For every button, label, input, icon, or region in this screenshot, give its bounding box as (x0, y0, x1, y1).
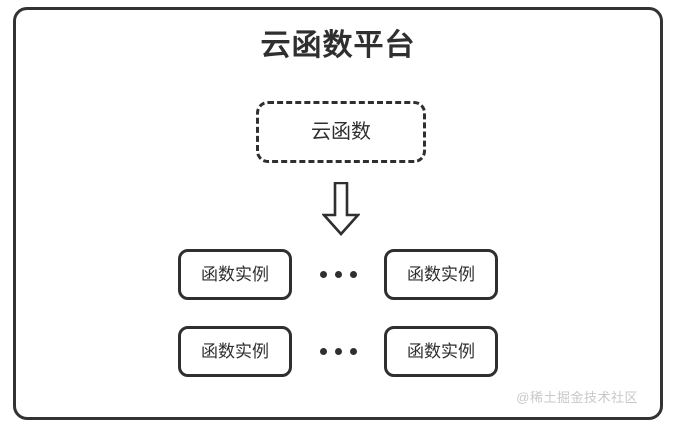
page-title: 云函数平台 (260, 29, 416, 62)
cloud-function-label: 云函数 (311, 121, 371, 143)
function-instance-node: 函数实例 (384, 249, 498, 300)
instance-row: 函数实例 函数实例 (16, 249, 660, 300)
function-instance-label: 函数实例 (201, 265, 269, 284)
function-instance-label: 函数实例 (407, 265, 475, 284)
ellipsis-dot (334, 348, 342, 355)
function-instance-label: 函数实例 (407, 342, 475, 361)
function-instance-node: 函数实例 (384, 326, 498, 377)
ellipsis-dot (319, 271, 327, 278)
watermark: @稀土掘金技术社区 (516, 390, 638, 405)
ellipsis-separator (292, 249, 384, 300)
ellipsis-dot (349, 271, 357, 278)
down-arrow-icon (322, 182, 360, 236)
function-instance-node: 函数实例 (178, 326, 292, 377)
ellipsis-dot (349, 348, 357, 355)
function-instance-label: 函数实例 (201, 342, 269, 361)
function-instance-node: 函数实例 (178, 249, 292, 300)
platform-container: 云函数平台 云函数 函数实例 函数实例 函数实例 函数实例 (13, 7, 663, 420)
ellipsis-dot (334, 271, 342, 278)
ellipsis-separator (292, 326, 384, 377)
ellipsis-dot (319, 348, 327, 355)
cloud-function-node: 云函数 (256, 101, 426, 163)
instance-row: 函数实例 函数实例 (16, 326, 660, 377)
